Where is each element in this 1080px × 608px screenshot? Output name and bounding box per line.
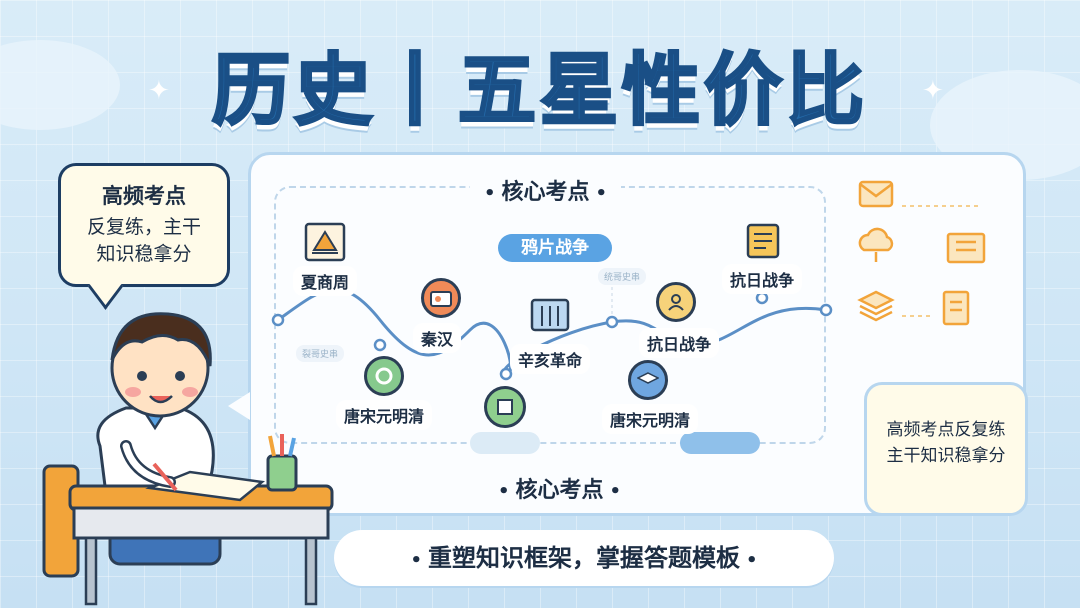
radio-icon: [421, 278, 461, 318]
core-footer-text: 核心考点: [515, 478, 604, 503]
core-footer: •核心考点•: [498, 478, 622, 503]
sparkle-icon: ✦: [922, 76, 944, 106]
graduation-cap-icon: [628, 360, 668, 400]
building-icon: [484, 386, 526, 428]
document-icon: [942, 290, 970, 326]
side-line: 高频考点反复练: [886, 420, 1006, 440]
ghost-label: 统哥史串: [598, 268, 647, 285]
core-heading-text: 核心考点: [501, 180, 590, 205]
node-label: 辛亥革命: [510, 344, 591, 374]
stack-icon: [857, 290, 895, 322]
book-icon: [946, 232, 986, 264]
side-summary-box: 高频考点反复练 主干知识稳拿分: [864, 382, 1028, 516]
node-label: 唐宋元明清: [602, 404, 699, 434]
node-label: 秦汉: [413, 323, 462, 353]
core-heading: •核心考点•: [470, 174, 622, 206]
cloud-icon: [858, 227, 894, 262]
student-illustration: [42, 312, 334, 606]
ghost-bar: [680, 432, 760, 454]
bubble-heading: 高频考点: [102, 184, 186, 208]
panel-pointer: [228, 392, 250, 420]
node-label: 夏商周: [293, 266, 358, 296]
node-label: 唐宋元明清: [336, 400, 433, 430]
building-icon: [530, 296, 570, 334]
bubble-line: 知识稳拿分: [96, 243, 192, 265]
temple-icon: [304, 222, 346, 262]
slogan-text: 重塑知识框架，掌握答题模板: [428, 544, 740, 572]
sparkle-icon: ✦: [148, 76, 170, 106]
ghost-label: 裂哥史串: [296, 345, 345, 362]
slogan-banner: •重塑知识框架，掌握答题模板•: [334, 530, 834, 586]
page-title: 历史丨五星性价比: [210, 45, 868, 138]
side-line: 主干知识稳拿分: [886, 446, 1006, 466]
speech-bubble: 高频考点 反复练，主干 知识稳拿分: [58, 163, 230, 310]
scroll-icon: [744, 222, 782, 260]
person-icon: [656, 282, 696, 322]
envelope-icon: [858, 180, 894, 208]
ear-icon: [364, 356, 404, 396]
highlight-pill[interactable]: 鸦片战争: [498, 234, 612, 262]
node-label: 抗日战争: [722, 264, 803, 294]
node-label: 抗日战争: [639, 328, 720, 358]
bubble-line: 反复练，主干: [86, 216, 201, 238]
ghost-bar: [470, 432, 540, 454]
right-icon-column: [857, 180, 986, 326]
